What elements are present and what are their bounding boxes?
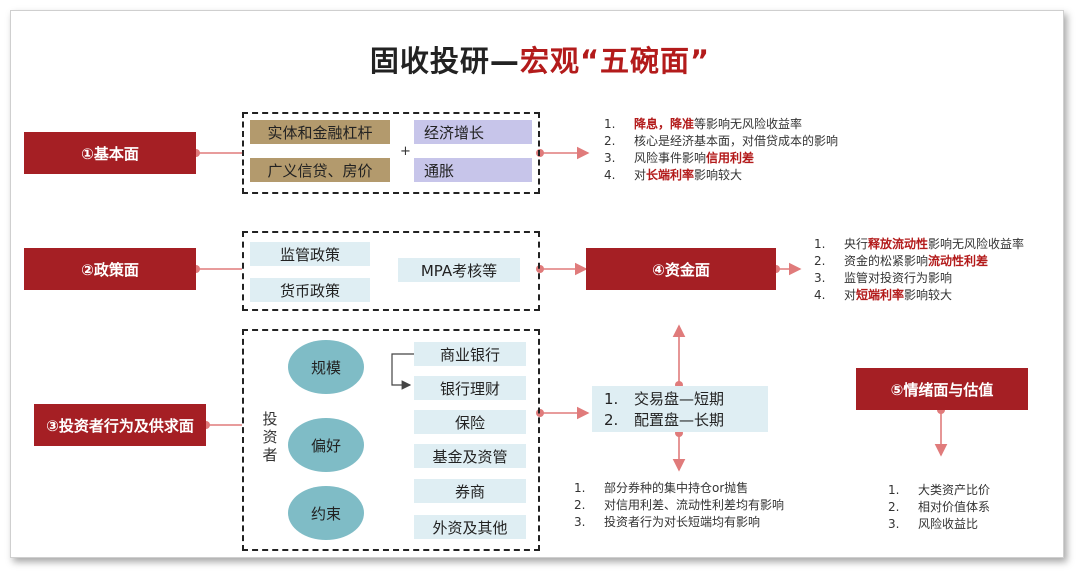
fundamentals-group bbox=[242, 112, 540, 194]
note-line: 4. 对长端利率影响较大 bbox=[604, 167, 838, 184]
investor-label: ③投资者行为及供求面 bbox=[34, 404, 206, 446]
policy-item-mpa: MPA考核等 bbox=[398, 258, 520, 282]
institution-item: 外资及其他 bbox=[414, 515, 526, 539]
note-line: 3. 监管对投资行为影响 bbox=[814, 270, 1024, 287]
note-text: 央行 bbox=[844, 237, 869, 251]
note-line: 2. 资金的松紧影响流动性利差 bbox=[814, 253, 1024, 270]
note-line: 3. 投资者行为对长短端均有影响 bbox=[574, 514, 784, 531]
note-number: 1. bbox=[888, 483, 900, 497]
note-number: 4. bbox=[604, 168, 616, 182]
note-text: 大类资产比价 bbox=[918, 483, 991, 497]
note-text: 投资者行为对长短端均有影响 bbox=[604, 515, 761, 529]
note-number: 1. bbox=[574, 481, 586, 495]
note-line: 3. 风险事件影响信用利差 bbox=[604, 150, 838, 167]
policy-item: 监管政策 bbox=[250, 242, 370, 266]
note-text: 影响较大 bbox=[694, 168, 743, 182]
note-text: 等影响无风险收益率 bbox=[694, 117, 803, 131]
note-number: 3. bbox=[574, 515, 586, 529]
note-number: 1. bbox=[604, 117, 616, 131]
note-text: 风险收益比 bbox=[918, 517, 979, 531]
page-title: 固收投研—宏观“五碗面” bbox=[0, 38, 1080, 80]
trading-line: 2.配置盘—长期 bbox=[604, 411, 725, 429]
note-number: 2. bbox=[888, 500, 900, 514]
note-text: 监管对投资行为影响 bbox=[844, 271, 953, 285]
trading-box: 1.交易盘—短期 2.配置盘—长期 bbox=[592, 386, 768, 432]
note-number: 3. bbox=[604, 151, 616, 165]
note-text: 资金的松紧影响 bbox=[844, 254, 929, 268]
sentiment-notes: 1. 大类资产比价 2. 相对价值体系 3. 风险收益比 bbox=[888, 482, 990, 533]
note-number: 2. bbox=[574, 498, 586, 512]
note-line: 2. 核心是经济基本面，对借贷成本的影响 bbox=[604, 133, 838, 150]
note-text: 对 bbox=[844, 288, 857, 302]
note-number: 1. bbox=[814, 237, 826, 251]
sentiment-label: ⑤情绪面与估值 bbox=[856, 368, 1028, 410]
note-line: 1. 部分券种的集中持仓or抛售 bbox=[574, 480, 784, 497]
note-text: 影响无风险收益率 bbox=[928, 237, 1025, 251]
note-number: 3. bbox=[888, 517, 900, 531]
note-text: 对 bbox=[634, 168, 647, 182]
plus-sign: + bbox=[400, 144, 411, 159]
investor-group bbox=[242, 329, 540, 551]
note-number: 3. bbox=[814, 271, 826, 285]
note-highlight: 流动性利差 bbox=[928, 254, 989, 268]
policy-label: ②政策面 bbox=[24, 248, 196, 290]
title-accent: 宏观“五碗面” bbox=[519, 44, 711, 78]
note-number: 4. bbox=[814, 288, 826, 302]
trading-line: 1.交易盘—短期 bbox=[604, 390, 725, 408]
fundamentals-item: 经济增长 bbox=[414, 120, 532, 144]
institution-item: 保险 bbox=[414, 410, 526, 434]
institution-item: 券商 bbox=[414, 479, 526, 503]
note-line: 2. 相对价值体系 bbox=[888, 499, 990, 516]
fundamentals-item: 实体和金融杠杆 bbox=[250, 120, 390, 144]
note-text: 核心是经济基本面，对借贷成本的影响 bbox=[634, 134, 839, 148]
capital-label: ④资金面 bbox=[586, 248, 776, 290]
note-line: 1. 大类资产比价 bbox=[888, 482, 990, 499]
bracket-bank-arrow bbox=[391, 353, 414, 390]
institution-item: 银行理财 bbox=[414, 376, 526, 400]
note-line: 3. 风险收益比 bbox=[888, 516, 990, 533]
note-text: 对信用利差、流动性利差均有影响 bbox=[604, 498, 785, 512]
note-text: 风险事件影响 bbox=[634, 151, 707, 165]
note-text: 相对价值体系 bbox=[918, 500, 991, 514]
capital-notes: 1. 央行释放流动性影响无风险收益率 2. 资金的松紧影响流动性利差 3. 监管对投资行为… bbox=[814, 236, 1024, 304]
investor-vertical-label: 投资者 bbox=[262, 410, 278, 464]
title-main: 固收投研— bbox=[369, 44, 520, 78]
fundamentals-item: 通胀 bbox=[414, 158, 532, 182]
ellipse-constraint: 约束 bbox=[288, 486, 364, 540]
note-line: 1. 降息，降准等影响无风险收益率 bbox=[604, 116, 838, 133]
note-number: 2. bbox=[604, 134, 616, 148]
note-line: 2. 对信用利差、流动性利差均有影响 bbox=[574, 497, 784, 514]
note-number: 2. bbox=[814, 254, 826, 268]
note-highlight: 释放流动性 bbox=[868, 237, 929, 251]
note-highlight: 短端利率 bbox=[856, 288, 905, 302]
note-text: 影响较大 bbox=[904, 288, 953, 302]
policy-group bbox=[242, 231, 540, 311]
note-text: 部分券种的集中持仓or抛售 bbox=[604, 481, 749, 495]
ellipse-preference: 偏好 bbox=[288, 418, 364, 472]
note-highlight: 长端利率 bbox=[646, 168, 695, 182]
investor-notes: 1. 部分券种的集中持仓or抛售 2. 对信用利差、流动性利差均有影响 3. 投资者行为对… bbox=[574, 480, 784, 531]
note-highlight: 降息，降准 bbox=[634, 117, 695, 131]
institution-item: 基金及资管 bbox=[414, 444, 526, 468]
policy-item: 货币政策 bbox=[250, 278, 370, 302]
ellipse-scale: 规模 bbox=[288, 340, 364, 394]
note-line: 4. 对短端利率影响较大 bbox=[814, 287, 1024, 304]
note-highlight: 信用利差 bbox=[706, 151, 755, 165]
fundamentals-notes: 1. 降息，降准等影响无风险收益率 2. 核心是经济基本面，对借贷成本的影响 3. 风险事… bbox=[604, 116, 838, 184]
fundamentals-label: ①基本面 bbox=[24, 132, 196, 174]
institution-item: 商业银行 bbox=[414, 342, 526, 366]
fundamentals-item: 广义信贷、房价 bbox=[250, 158, 390, 182]
note-line: 1. 央行释放流动性影响无风险收益率 bbox=[814, 236, 1024, 253]
